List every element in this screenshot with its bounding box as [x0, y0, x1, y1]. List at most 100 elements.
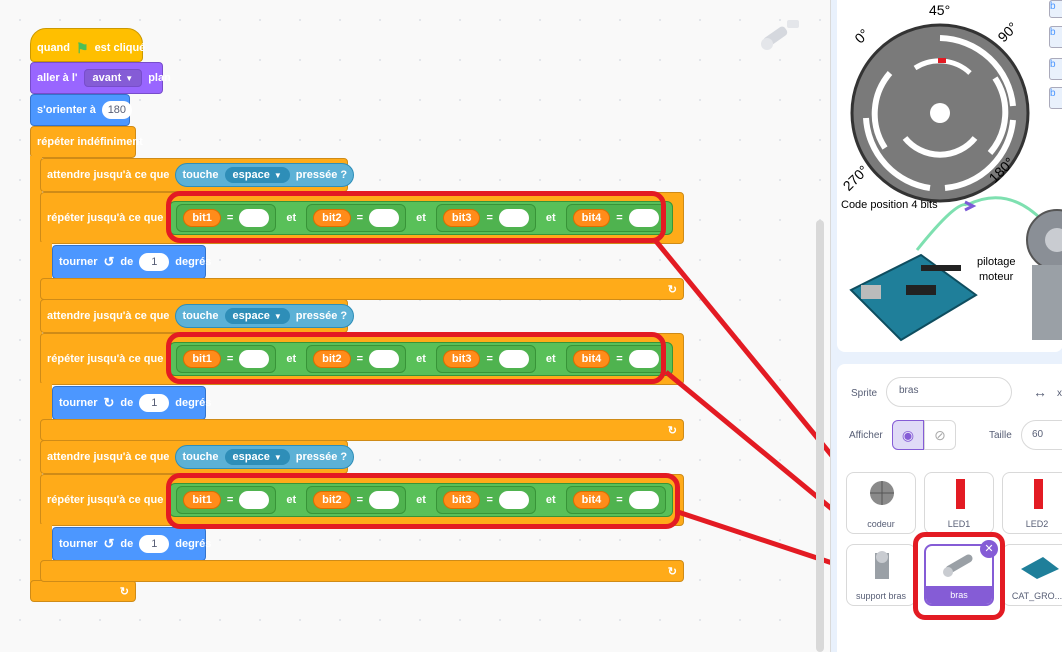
turn-de-label: de — [120, 538, 134, 550]
edge-tab[interactable]: b — [1049, 87, 1062, 109]
sprite-tile-cat-gro[interactable]: CAT_GRO... — [1002, 544, 1062, 606]
variable-bit3[interactable]: bit3 — [442, 209, 481, 227]
variable-bit3[interactable]: bit3 — [442, 350, 481, 368]
show-label: Afficher — [849, 430, 883, 441]
point-label: s'orienter à — [37, 104, 96, 116]
stage[interactable]: 0° 45° 90° 180° 270° Code position 4 bit… — [837, 0, 1062, 352]
hide-button[interactable]: ⊘ — [924, 420, 956, 450]
variable-bit1[interactable]: bit1 — [183, 209, 221, 227]
equals-operator[interactable]: bit3= — [435, 345, 536, 373]
value-input[interactable] — [369, 491, 400, 509]
equals-operator[interactable]: bit2 = — [306, 204, 407, 232]
value-input[interactable] — [498, 491, 529, 509]
code-area[interactable]: quand ⚑ est cliqué aller à l' avant▼ pla… — [0, 0, 940, 652]
variable-bit2[interactable]: bit2 — [313, 350, 351, 368]
sprite-tile-led2[interactable]: LED2 — [1002, 472, 1062, 534]
key-dropdown[interactable]: espace▼ — [224, 449, 290, 465]
key-dropdown[interactable]: espace▼ — [224, 308, 290, 324]
and-label: et — [545, 212, 556, 224]
variable-bit3[interactable]: bit3 — [442, 491, 481, 509]
equals-operator[interactable]: bit4 = — [565, 486, 666, 514]
sprite-tile-codeur[interactable]: codeur — [846, 472, 916, 534]
value-input[interactable] — [239, 209, 270, 227]
equals-operator[interactable]: bit2= — [306, 345, 407, 373]
value-input[interactable] — [628, 491, 659, 509]
forever-block[interactable]: répéter indéfiniment — [30, 126, 143, 158]
size-field[interactable]: 60 — [1021, 420, 1062, 450]
sprite-tile-support-bras[interactable]: support bras — [846, 544, 916, 606]
equals-operator[interactable]: bit2 = — [306, 486, 407, 514]
value-input[interactable] — [239, 491, 270, 509]
edge-tab[interactable]: b — [1049, 26, 1062, 48]
key-dropdown[interactable]: espace▼ — [224, 167, 290, 183]
equals-operator[interactable]: bit3= — [435, 486, 536, 514]
value-input[interactable] — [239, 350, 270, 368]
equals-operator[interactable]: bit1= — [176, 486, 277, 514]
sprite-info-panel: Sprite bras ↔ x Afficher ◉ ⊘ Taille 60 — [837, 364, 1062, 462]
rotate-right-icon: ↻ — [103, 395, 115, 410]
variable-bit1[interactable]: bit1 — [183, 491, 221, 509]
encoder-disk-icon — [870, 481, 894, 505]
equals-sign: = — [616, 494, 623, 506]
highlight-frame-sprite — [913, 532, 1005, 620]
repeat-until-label: répéter jusqu'à ce que — [47, 212, 164, 224]
value-input[interactable] — [498, 209, 529, 227]
equals-operator[interactable]: bit3= — [435, 204, 536, 232]
vertical-scrollbar[interactable] — [816, 220, 824, 652]
rotate-left-icon: ↺ — [103, 254, 115, 269]
value-input[interactable] — [628, 209, 659, 227]
variable-bit4[interactable]: bit4 — [572, 350, 611, 368]
direction-input[interactable]: 180 — [101, 101, 132, 119]
equals-sign: = — [356, 494, 364, 506]
eye-slash-icon: ⊘ — [934, 427, 946, 443]
value-input[interactable] — [369, 209, 400, 227]
point-direction-block[interactable]: s'orienter à 180 — [30, 94, 132, 126]
green-flag-icon: ⚑ — [76, 39, 89, 56]
variable-bit1[interactable]: bit1 — [183, 350, 221, 368]
degrees-input[interactable]: 1 — [139, 535, 170, 553]
turn-label: tourner — [59, 256, 98, 268]
loop-arrow-icon: ↻ — [119, 585, 129, 598]
equals-sign: = — [616, 212, 623, 224]
variable-bit2[interactable]: bit2 — [313, 491, 351, 509]
go-to-layer-block[interactable]: aller à l' avant▼ plan — [30, 62, 171, 94]
equals-operator[interactable]: bit1= — [176, 345, 277, 373]
sprite-tile-bras[interactable]: bras ✕ — [924, 540, 998, 606]
chevron-down-icon: ▼ — [273, 311, 282, 321]
equals-operator[interactable]: bit4= — [565, 345, 666, 373]
sprite-tile-led1[interactable]: LED1 — [924, 472, 994, 534]
variable-bit2[interactable]: bit2 — [313, 209, 351, 227]
edge-tab[interactable]: b — [1049, 58, 1062, 80]
sprite-name-field[interactable]: bras — [886, 377, 1012, 407]
variable-bit4[interactable]: bit4 — [572, 209, 611, 227]
edge-tab[interactable]: b — [1049, 0, 1062, 18]
show-visible-button[interactable]: ◉ — [892, 420, 924, 450]
equals-sign: = — [356, 212, 364, 224]
degrees-input[interactable]: 1 — [139, 394, 170, 412]
degrees-input[interactable]: 1 — [139, 253, 170, 271]
value-input[interactable] — [498, 350, 529, 368]
value-input[interactable] — [369, 350, 400, 368]
layer-dropdown[interactable]: avant▼ — [83, 69, 143, 87]
when-flag-clicked-block[interactable]: quand ⚑ est cliqué — [30, 28, 145, 62]
eye-icon: ◉ — [901, 427, 915, 443]
equals-operator[interactable]: bit1= — [176, 204, 277, 232]
value-input[interactable] — [628, 350, 659, 368]
variable-bit4[interactable]: bit4 — [572, 491, 611, 509]
delete-sprite-button[interactable]: ✕ — [980, 540, 998, 558]
